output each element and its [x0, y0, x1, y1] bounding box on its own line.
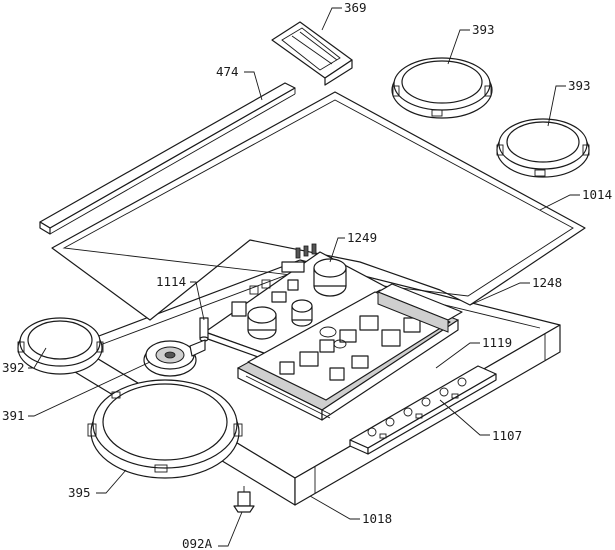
callout-1018: 1018	[362, 511, 392, 526]
callout-391: 391	[2, 408, 25, 423]
callout-1119: 1119	[482, 335, 512, 350]
callout-369: 369	[344, 0, 367, 15]
seal-strip-474	[39, 82, 296, 235]
callout-395: 395	[68, 485, 91, 500]
coil-393-lower	[496, 118, 590, 178]
callout-1249: 1249	[347, 230, 377, 245]
callout-1014: 1014	[582, 187, 612, 202]
callout-1107: 1107	[492, 428, 522, 443]
callout-1114: 1114	[156, 274, 186, 289]
coil-395	[87, 379, 243, 479]
callout-474: 474	[216, 64, 239, 79]
callout-393-lower: 393	[568, 78, 591, 93]
coil-392	[17, 317, 104, 375]
control-board-1107	[349, 365, 497, 455]
bracket-1114	[199, 317, 209, 342]
callout-392: 392	[2, 360, 25, 375]
connector-369	[271, 21, 353, 86]
sensor-092a	[233, 486, 255, 513]
generator-module-1248	[236, 283, 463, 421]
callout-1248: 1248	[532, 275, 562, 290]
callout-092a: 092A	[182, 536, 213, 550]
fan-391	[143, 339, 206, 377]
coil-393-upper	[391, 57, 493, 119]
callout-393-upper: 393	[472, 22, 495, 37]
leader-lines	[28, 7, 580, 547]
